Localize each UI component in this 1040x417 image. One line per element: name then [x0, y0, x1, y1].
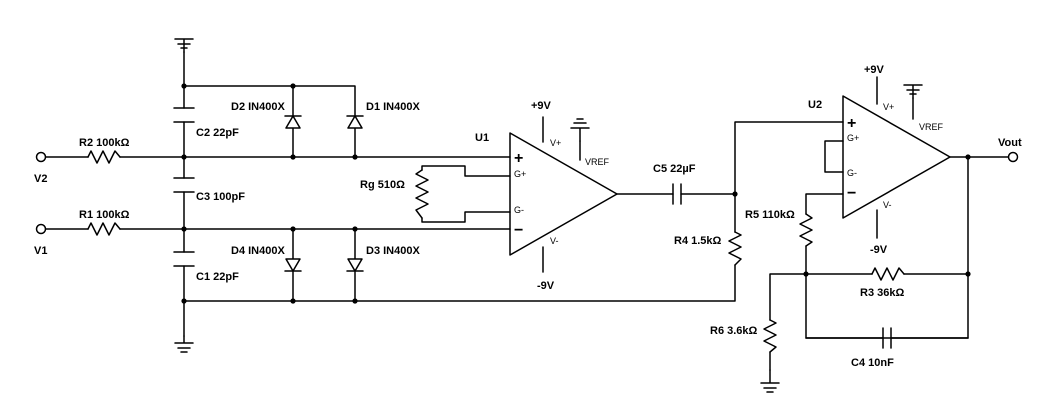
u2-amplifier: [769, 76, 1009, 371]
c2-label: C2 22pF: [196, 127, 239, 139]
c5-label: C5 22µF: [653, 163, 696, 175]
u2-pin-vref: VREF: [919, 122, 944, 132]
ground-symbol-u1: [570, 118, 590, 142]
vout-label: Vout: [998, 137, 1022, 149]
d3-label: D3 IN400X: [366, 245, 420, 257]
c1-capacitor: [173, 251, 195, 267]
u2-supply-neg: -9V: [870, 244, 888, 256]
r6-resistor: [763, 319, 777, 353]
u1-pin-gneg: G-: [514, 205, 524, 215]
u1-amplifier: [421, 116, 844, 273]
u2-pin-gpos: G+: [847, 133, 859, 143]
v1-label: V1: [34, 245, 47, 257]
u1-supply-neg: -9V: [537, 280, 555, 292]
r4-resistor: [728, 231, 742, 266]
u1-minus-sign: −: [514, 222, 523, 239]
r4-label: R4 1.5kΩ: [674, 235, 722, 247]
u1-name: U1: [475, 132, 489, 144]
ground-symbol-u2: [903, 84, 923, 99]
c3-label: C3 100pF: [196, 191, 245, 203]
d1-diode: [346, 115, 364, 129]
c1-label: C1 22pF: [196, 271, 239, 283]
r1-label: R1 100kΩ: [79, 209, 130, 221]
d2-label: D2 IN400X: [231, 101, 285, 113]
junction-dots: [181, 83, 971, 304]
u1-pin-vref: VREF: [585, 157, 610, 167]
r3-resistor: [871, 267, 905, 281]
v2-label: V2: [34, 173, 47, 185]
r2-label: R2 100kΩ: [79, 137, 130, 149]
d2-diode: [284, 115, 302, 129]
v1-terminal: [35, 223, 47, 235]
u1-pin-vneg: V-: [550, 236, 559, 246]
rg-label: Rg 510Ω: [360, 179, 405, 191]
c3-capacitor: [173, 177, 195, 193]
r2-resistor: [87, 150, 121, 164]
u2-minus-sign: −: [847, 185, 856, 202]
r6-label: R6 3.6kΩ: [710, 325, 758, 337]
c4-label: C4 10nF: [851, 357, 894, 369]
u2-pin-vneg: V-: [883, 200, 892, 210]
c5-capacitor: [672, 183, 682, 205]
r1-resistor: [87, 222, 121, 236]
d3-diode: [346, 258, 364, 272]
u2-name: U2: [808, 99, 822, 111]
ground-symbol-bottom: [174, 335, 194, 353]
u1-supply-pos: +9V: [531, 100, 552, 112]
wires-input-network: [45, 51, 736, 337]
u2-supply-pos: +9V: [864, 64, 885, 76]
u2-pin-vpos: V+: [883, 102, 894, 112]
r5-resistor: [799, 213, 813, 247]
u1-pin-vpos: V+: [550, 138, 561, 148]
u1-plus-sign: +: [514, 150, 523, 167]
d4-diode: [284, 258, 302, 272]
u2-plus-sign: +: [847, 115, 856, 132]
r3-label: R3 36kΩ: [860, 287, 904, 299]
c2-capacitor: [173, 107, 195, 123]
r5-label: R5 110kΩ: [745, 209, 795, 221]
vout-terminal: [1007, 151, 1019, 163]
u2-pin-gneg: G-: [847, 168, 857, 178]
d1-label: D1 IN400X: [366, 101, 420, 113]
v2-terminal: [35, 151, 47, 163]
rg-resistor: [415, 169, 429, 219]
ground-symbol-top: [174, 38, 194, 53]
d4-label: D4 IN400X: [231, 245, 285, 257]
ground-symbol-r6: [760, 369, 780, 393]
u1-pin-gpos: G+: [514, 169, 526, 179]
